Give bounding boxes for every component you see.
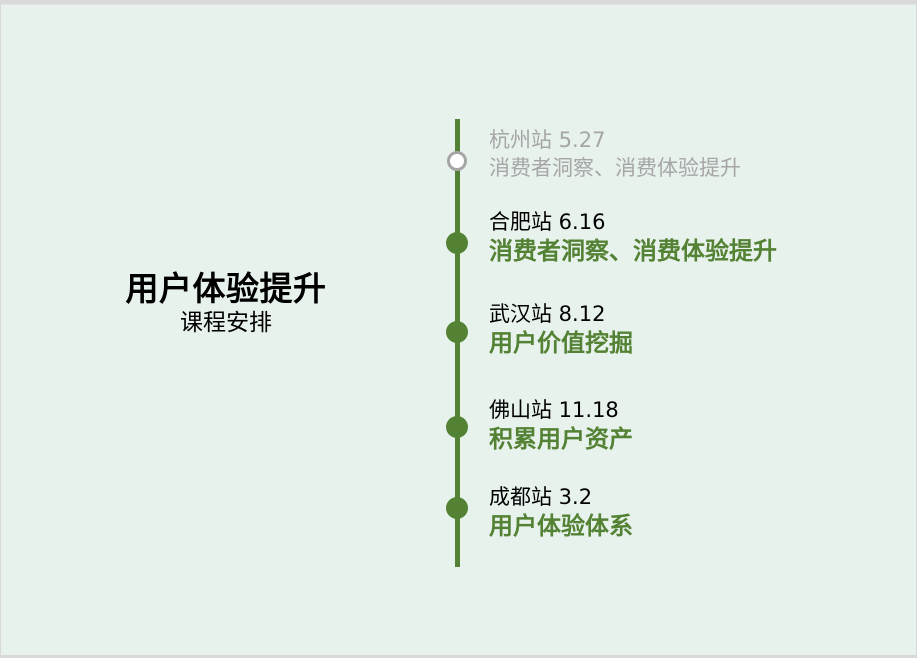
- timeline-item-hangzhou: 杭州站 5.27 消费者洞察、消费体验提升: [489, 126, 741, 182]
- timeline-item-wuhan: 武汉站 8.12 用户价值挖掘: [489, 301, 633, 359]
- timeline-topic: 用户体验体系: [489, 512, 633, 540]
- timeline-station: 佛山站 11.18: [489, 398, 619, 422]
- timeline-item-hefei: 合肥站 6.16 消费者洞察、消费体验提升: [489, 209, 777, 267]
- timeline-topic: 消费者洞察、消费体验提升: [489, 237, 777, 265]
- timeline-topic: 消费者洞察、消费体验提升: [489, 156, 741, 180]
- timeline-node-icon: [446, 232, 468, 254]
- timeline-station: 成都站 3.2: [489, 485, 593, 509]
- timeline-node-hollow-icon: [447, 151, 467, 171]
- timeline-node-icon: [446, 416, 468, 438]
- timeline-node-icon: [446, 321, 468, 343]
- timeline-line: [455, 119, 460, 567]
- timeline-topic: 积累用户资产: [489, 425, 633, 453]
- timeline-item-foshan: 佛山站 11.18 积累用户资产: [489, 397, 633, 455]
- slide-subtitle: 课程安排: [180, 310, 272, 336]
- timeline-station: 杭州站 5.27: [489, 128, 606, 152]
- timeline-item-chengdu: 成都站 3.2 用户体验体系: [489, 484, 633, 542]
- title-block: 用户体验提升 课程安排: [101, 268, 351, 338]
- timeline-station: 武汉站 8.12: [489, 302, 606, 326]
- timeline-topic: 用户价值挖掘: [489, 329, 633, 357]
- timeline-station: 合肥站 6.16: [489, 210, 606, 234]
- slide-canvas: 用户体验提升 课程安排 杭州站 5.27 消费者洞察、消费体验提升 合肥站 6.…: [1, 4, 916, 655]
- slide-title: 用户体验提升: [125, 269, 327, 308]
- timeline-node-icon: [446, 497, 468, 519]
